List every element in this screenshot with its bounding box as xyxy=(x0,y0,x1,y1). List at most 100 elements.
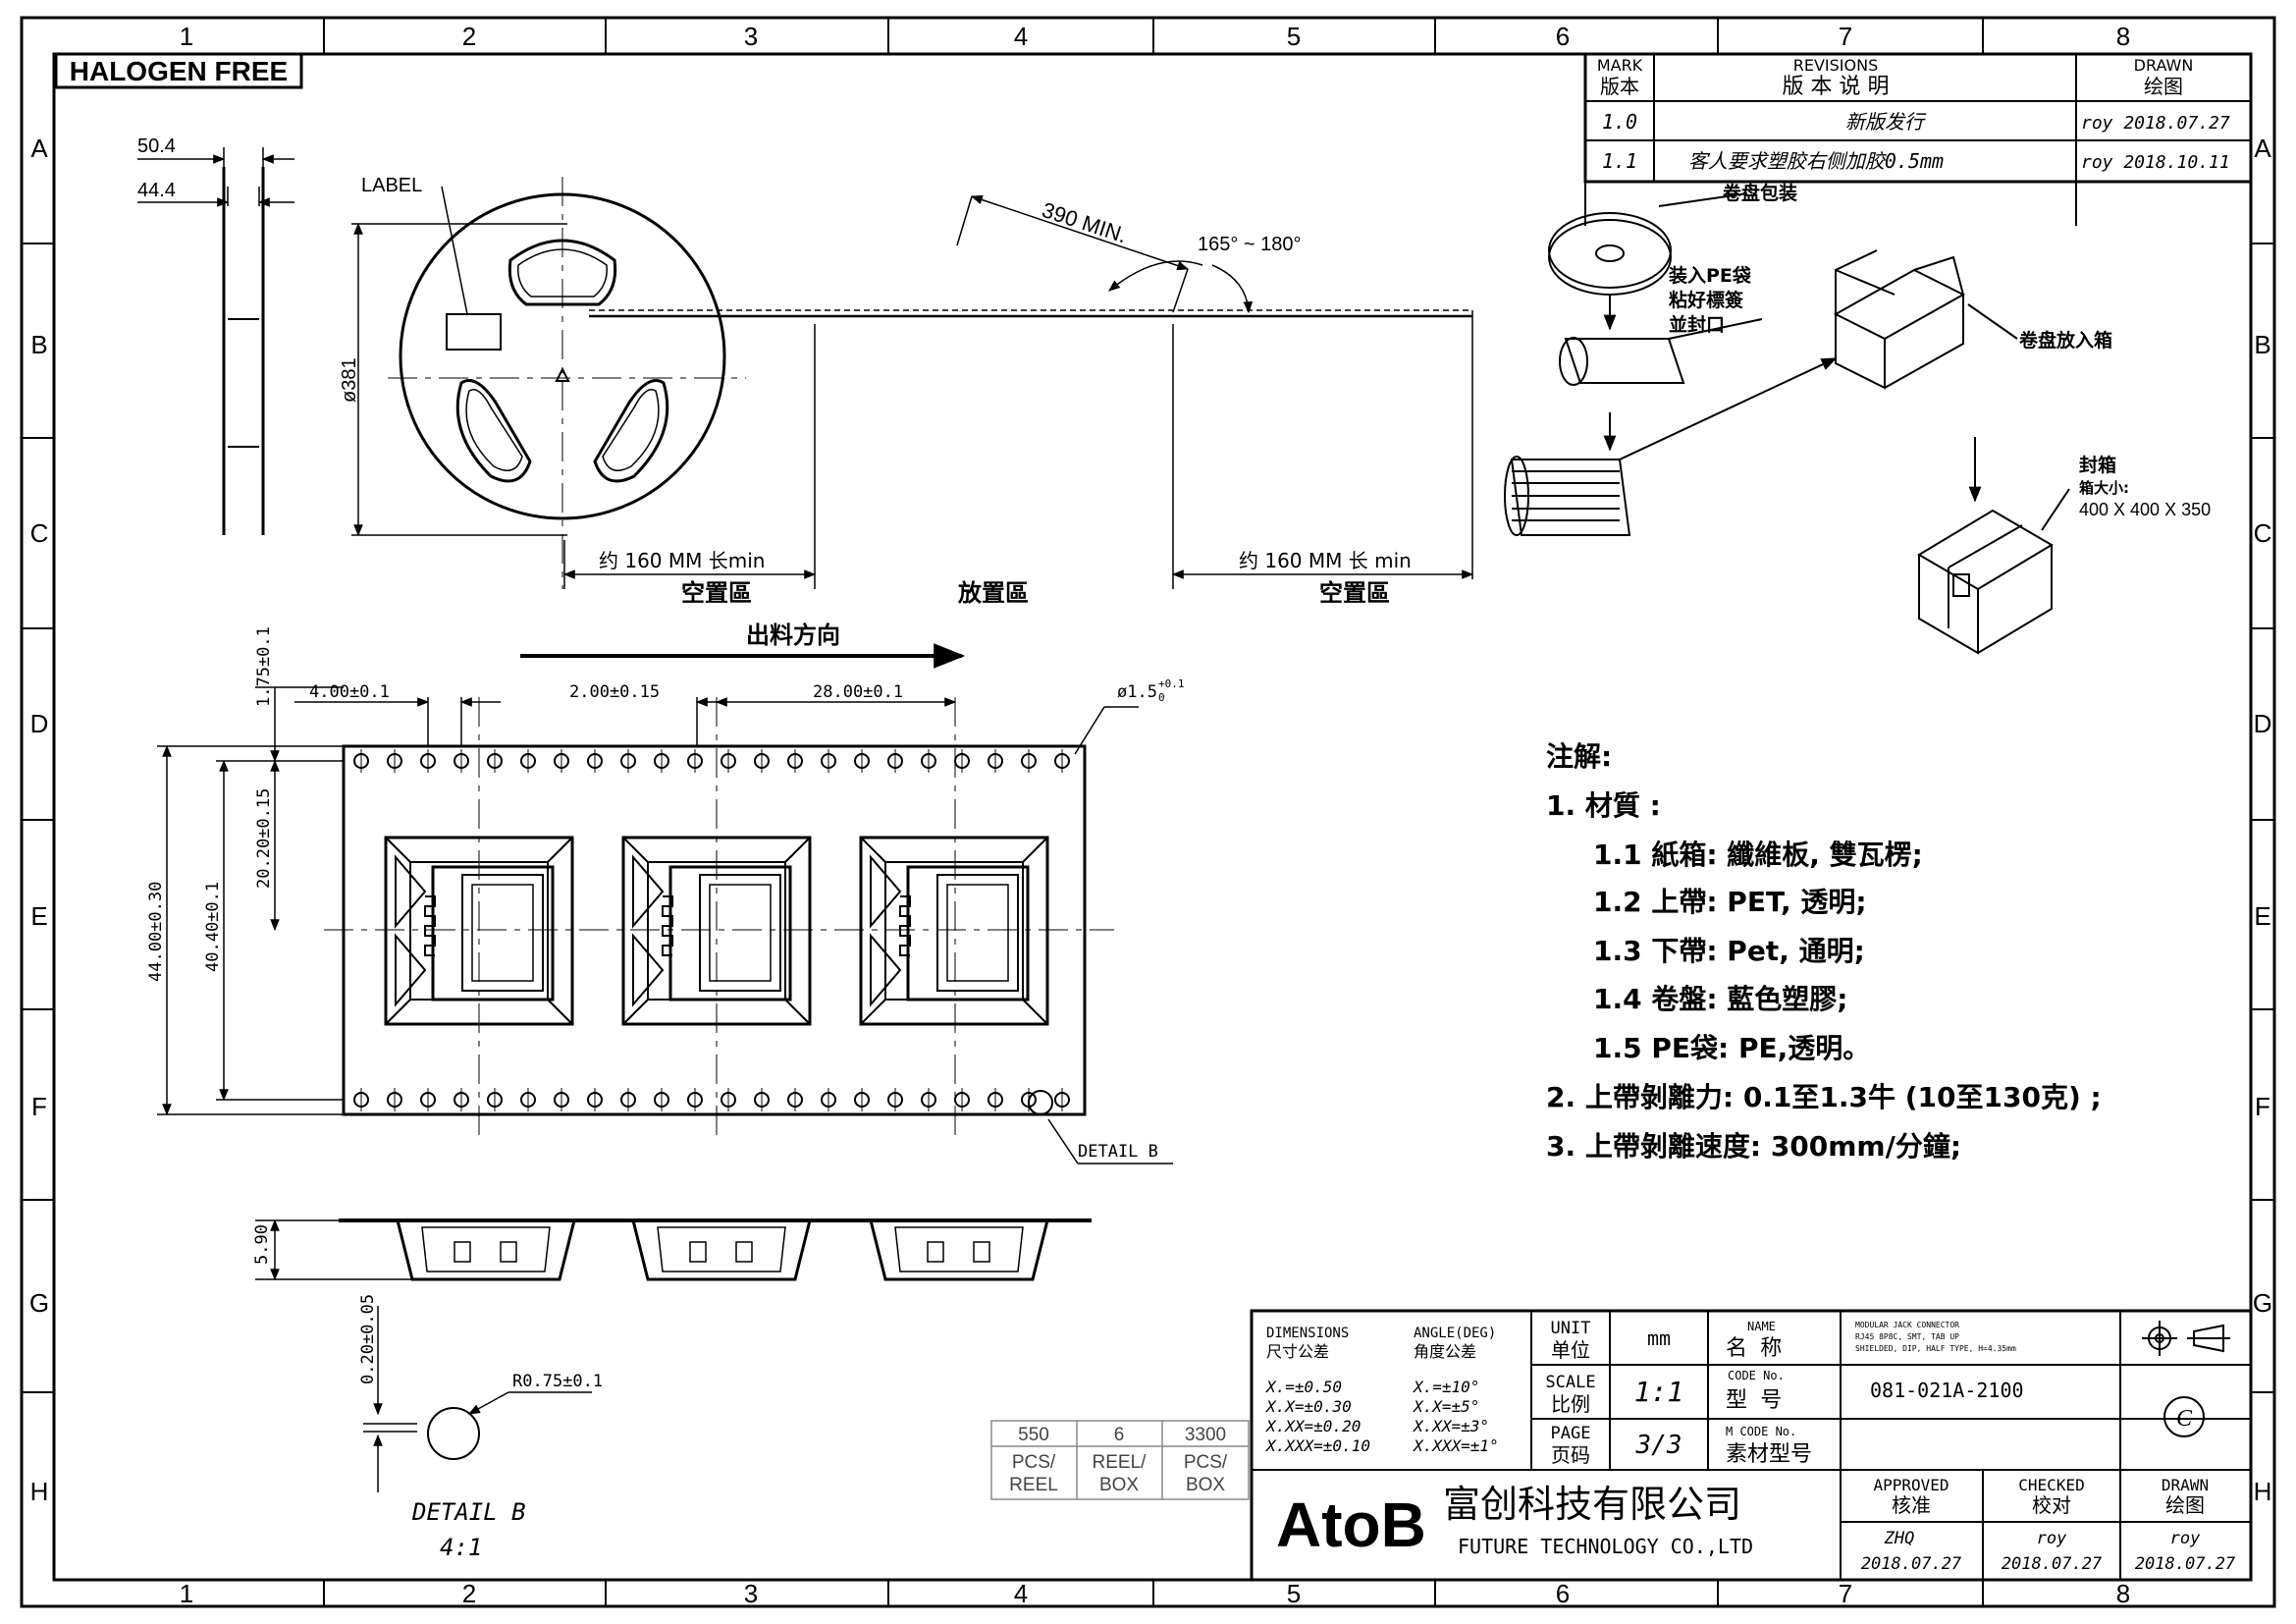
col-label-top: 4 xyxy=(1014,22,1028,51)
signoff-block: APPROVED 核准 ZHQ 2018.07.27 CHECKED 校对 ro… xyxy=(1861,1476,2236,1574)
row-label-left: F xyxy=(31,1092,47,1121)
col-label-bottom: 2 xyxy=(462,1579,476,1608)
dim-hole-tol-zero: 0 xyxy=(1158,691,1165,704)
drawn-date: 2018.07.27 xyxy=(2135,1554,2236,1574)
feed-direction: 出料方向 xyxy=(746,622,840,649)
scale-cn: 比例 xyxy=(1551,1392,1590,1416)
seal-label: 封箱 xyxy=(2079,454,2116,476)
notes-item: 2. 上帶剝離力: 0.1至1.3牛 (10至130克) ; xyxy=(1546,1081,2102,1113)
detail-b-title: DETAIL B xyxy=(411,1498,526,1526)
dim-tol-header-cn: 尺寸公差 xyxy=(1266,1342,1329,1361)
scale-en: SCALE xyxy=(1545,1373,1595,1392)
dim-40-40: 40.40±0.1 xyxy=(203,882,223,972)
row-label-left: B xyxy=(30,330,47,359)
packing-labels: 卷盘包装 装入PE袋 粘好標簽 並封口 卷盘放入箱 封箱 箱大小: 400 X … xyxy=(1668,182,2211,519)
revisions-rows: 1.0 新版发行 roy 2018.07.27 1.1 客人要求塑胶右侧加胶0.… xyxy=(1602,110,2230,173)
dim-4-00: 4.00±0.1 xyxy=(309,682,390,702)
qty-unit: PCS/ xyxy=(1012,1452,1056,1473)
col-label-bottom: 8 xyxy=(2116,1579,2130,1608)
detail-b-scale: 4:1 xyxy=(440,1534,482,1561)
col-label-bottom: 1 xyxy=(180,1579,193,1608)
notes-title: 注解: xyxy=(1546,740,1612,773)
rev-drawn-cn: 绘图 xyxy=(2144,75,2183,98)
side-dimensions: 5.90 0.20±0.05 R0.75±0.1 DETAIL B 4:1 xyxy=(252,1224,603,1561)
approved-cn: 核准 xyxy=(1892,1493,1931,1517)
box-in-label: 卷盘放入箱 xyxy=(2018,329,2112,352)
col-label-bottom: 6 xyxy=(1556,1579,1570,1608)
ang-tol: X.XX=±3° xyxy=(1413,1417,1489,1435)
qty-value: 6 xyxy=(1114,1425,1125,1445)
zone-right-length: 约 160 MM 长 min xyxy=(1239,549,1412,572)
row-label-left: A xyxy=(30,134,48,163)
col-label-top: 5 xyxy=(1287,22,1301,51)
revisions-header: MARK 版本 REVISIONS 版 本 说 明 DRAWN 绘图 xyxy=(1597,56,2194,99)
page-value: 3/3 xyxy=(1635,1431,1682,1460)
pe-bag-label-3: 並封口 xyxy=(1669,313,1725,336)
zone-placement: 放置區 xyxy=(957,579,1029,607)
row-label-right: A xyxy=(2254,134,2271,163)
col-label-top: 6 xyxy=(1556,22,1570,51)
unit-value: mm xyxy=(1647,1326,1671,1350)
company-block: AtoB 富创科技有限公司 FUTURE TECHNOLOGY CO.,LTD xyxy=(1276,1483,1753,1560)
pe-bag-label-2: 粘好標簽 xyxy=(1669,289,1744,311)
row-label-right: H xyxy=(2254,1477,2272,1506)
rev-row-desc: 客人要求塑胶右侧加胶0.5mm xyxy=(1688,149,1944,173)
notes-item: 1. 材質 : xyxy=(1546,789,1661,822)
checked-date: 2018.07.27 xyxy=(2002,1554,2103,1574)
box-size-value: 400 X 400 X 350 xyxy=(2079,500,2211,519)
ang-tol: X.=±10° xyxy=(1413,1378,1479,1396)
mcode-en: M CODE No. xyxy=(1726,1425,1796,1438)
approved-by: ZHQ xyxy=(1884,1529,1915,1548)
notes-item: 1.5 PE袋: PE,透明。 xyxy=(1593,1032,1870,1064)
col-label-top: 8 xyxy=(2116,22,2130,51)
qty-unit: PCS/ xyxy=(1184,1452,1228,1473)
pe-bag-label-1: 装入PE袋 xyxy=(1668,264,1752,287)
col-label-top: 2 xyxy=(462,22,476,51)
qty-unit: BOX xyxy=(1186,1475,1225,1495)
unit-en: UNIT xyxy=(1551,1319,1591,1338)
notes-block: 注解: 1. 材質 : 1.1 紙箱: 纖維板, 雙瓦楞; 1.2 上帶: PE… xyxy=(1546,740,2102,1163)
ang-tol: X.X=±5° xyxy=(1413,1397,1479,1416)
row-labels: A B C D E F G H A B C D E F G H xyxy=(29,134,2272,1506)
carrier-tape-side xyxy=(255,1218,1092,1492)
carrier-tape-top xyxy=(157,686,1173,1164)
packing-flow xyxy=(1504,192,2070,655)
reel-front-view xyxy=(351,177,746,589)
dim-tol: X.XXX=±0.10 xyxy=(1265,1436,1370,1455)
approved-en: APPROVED xyxy=(1873,1476,1949,1494)
dim-44-00: 44.00±0.30 xyxy=(146,882,166,982)
row-label-left: E xyxy=(30,901,47,931)
dim-2-00: 2.00±0.15 xyxy=(569,682,660,702)
dim-20-20: 20.20±0.15 xyxy=(254,788,274,889)
dim-hole-tol-plus: +0.1 xyxy=(1158,677,1185,690)
drawn-cn: 绘图 xyxy=(2165,1493,2205,1517)
rev-row-drawn: roy 2018.07.27 xyxy=(2081,113,2230,134)
zone-empty-left: 空置區 xyxy=(681,579,752,607)
row-label-right: G xyxy=(2253,1288,2272,1318)
col-label-top: 7 xyxy=(1839,22,1852,51)
col-label-bottom: 3 xyxy=(744,1579,758,1608)
notes-item: 1.4 卷盤: 藍色塑膠; xyxy=(1593,983,1848,1015)
dim-tol: X.=±0.50 xyxy=(1265,1378,1342,1396)
name-value: RJ45 8P8C, SMT, TAB UP xyxy=(1855,1332,1959,1341)
row-label-left: H xyxy=(30,1477,49,1506)
row-label-right: F xyxy=(2255,1092,2270,1121)
dim-hole-dia: ø1.5 xyxy=(1117,682,1157,702)
quantity-text: 550 6 3300 PCS/ REEL REEL/ BOX PCS/ BOX xyxy=(1009,1425,1228,1495)
name-value: SHIELDED, DIP, HALF TYPE, H=4.35mm xyxy=(1855,1344,2016,1353)
dim-390-min: 390 MIN. xyxy=(1039,197,1130,247)
checked-by: roy xyxy=(2037,1529,2067,1548)
dim-44-4: 44.4 xyxy=(137,180,176,201)
dim-50-4: 50.4 xyxy=(137,135,176,157)
name-cn: 名 称 xyxy=(1726,1336,1782,1361)
mcode-cn: 素材型号 xyxy=(1726,1442,1812,1467)
zone-left-length: 约 160 MM 长min xyxy=(599,549,765,572)
dim-5-90: 5.90 xyxy=(252,1224,272,1265)
outer-frame xyxy=(20,16,2276,1608)
code-cn: 型 号 xyxy=(1726,1388,1782,1413)
company-name-en: FUTURE TECHNOLOGY CO.,LTD xyxy=(1458,1535,1753,1558)
column-labels: 1 2 3 4 5 6 7 8 1 2 3 4 5 6 7 8 xyxy=(180,22,2130,1608)
dim-1-75: 1.75±0.1 xyxy=(254,626,274,707)
page-en: PAGE xyxy=(1551,1424,1591,1443)
row-label-right: E xyxy=(2254,901,2270,931)
